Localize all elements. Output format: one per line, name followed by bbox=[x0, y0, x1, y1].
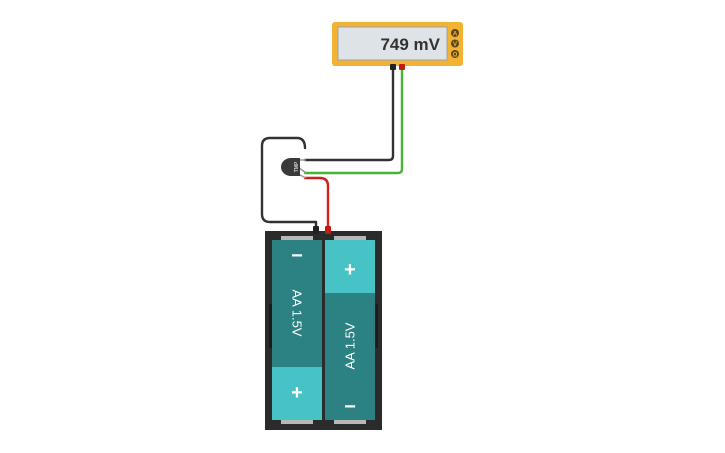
svg-text:A: A bbox=[453, 32, 458, 38]
cell-1-label: AA 1.5V bbox=[290, 290, 305, 337]
green-wire-multimeter-to-sensor[interactable] bbox=[303, 65, 404, 175]
black-wire-multimeter-to-sensor[interactable] bbox=[303, 65, 395, 162]
multimeter[interactable]: 749 mV A V Ω bbox=[332, 22, 463, 70]
multimeter-reading: 749 mV bbox=[380, 35, 440, 54]
sensor-label: TMP bbox=[294, 161, 300, 172]
cell-1-bottom-terminal: + bbox=[291, 382, 303, 404]
battery-cell-1[interactable]: − AA 1.5V + bbox=[272, 236, 322, 424]
cell-1-positive-terminal bbox=[272, 367, 322, 420]
probe-com-terminal[interactable] bbox=[390, 64, 396, 70]
cell-2-positive-terminal bbox=[325, 240, 375, 293]
cell-2-bottom-terminal: − bbox=[344, 396, 356, 418]
mode-button-v[interactable]: V bbox=[451, 39, 459, 49]
svg-text:V: V bbox=[453, 42, 457, 48]
battery-terminal-negative[interactable] bbox=[313, 226, 319, 234]
battery-holder[interactable]: − AA 1.5V + + AA 1.5V − bbox=[265, 226, 382, 430]
multimeter-screen bbox=[337, 26, 448, 61]
cell-1-top-terminal: − bbox=[291, 245, 303, 267]
temperature-sensor[interactable]: TMP bbox=[281, 158, 307, 179]
battery-terminal-positive[interactable] bbox=[325, 226, 331, 234]
cell-2-label: AA 1.5V bbox=[343, 322, 358, 369]
mode-button-ohm[interactable]: Ω bbox=[451, 50, 459, 59]
cell-2-top-terminal: + bbox=[344, 259, 356, 281]
battery-cell-2[interactable]: + AA 1.5V − bbox=[325, 236, 375, 424]
mode-button-a[interactable]: A bbox=[451, 29, 459, 38]
wires bbox=[260, 65, 404, 234]
svg-text:Ω: Ω bbox=[453, 53, 458, 59]
black-wire-sensor-to-battery[interactable] bbox=[260, 136, 318, 234]
red-wire-sensor-to-battery[interactable] bbox=[303, 176, 330, 234]
sensor-body bbox=[281, 158, 300, 176]
probe-v-terminal[interactable] bbox=[399, 64, 405, 70]
